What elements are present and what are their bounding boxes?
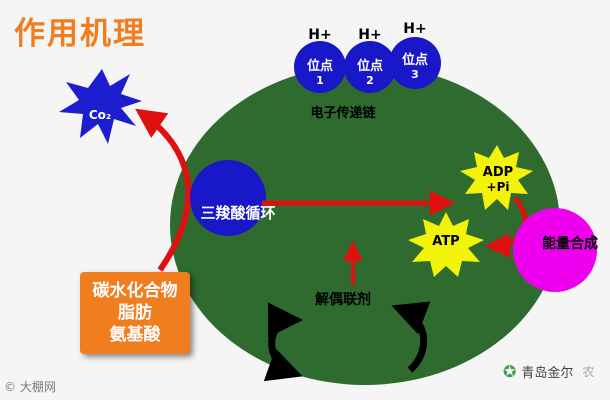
- wechat-icon: ✪: [503, 362, 517, 381]
- watermark-right-faint: 农: [582, 365, 595, 379]
- tca-label: 三羧酸循环: [200, 204, 275, 222]
- energy-label: 能量合成: [542, 235, 598, 252]
- watermark-logo-icon: ©: [4, 380, 16, 394]
- uncoupler-label: 解偶联剂: [315, 291, 371, 308]
- black-cycle-arrow-left: [263, 302, 303, 382]
- co2-label: Co₂: [89, 108, 111, 122]
- proton-label-1: H+: [308, 27, 331, 43]
- site-circle-3: [389, 37, 441, 89]
- substrate-carbohydrate: 碳水化合物: [92, 281, 178, 301]
- substrate-box: 碳水化合物 脂肪 氨基酸: [80, 272, 190, 354]
- tca-circle: [190, 160, 266, 236]
- energy-synthesis: 能量合成: [513, 208, 598, 292]
- co2-starburst: Co₂: [59, 69, 142, 144]
- watermark-right: ✪ 青岛金尔 农: [503, 362, 594, 381]
- page-title: 作用机理: [14, 16, 146, 52]
- site-circle-1: [294, 41, 346, 93]
- proton-label-2: H+: [358, 27, 381, 43]
- black-cycle-arrow-right: [391, 301, 431, 373]
- adp-label: ADP: [483, 165, 513, 180]
- energy-circle: [513, 208, 597, 292]
- atp-star-icon: [408, 212, 484, 277]
- adp-star-icon: [460, 145, 533, 210]
- substrate-amino-acid: 氨基酸: [109, 325, 161, 345]
- site-circle-2: [344, 41, 396, 93]
- site-label-3: 位点: [402, 52, 428, 68]
- watermark-left-text: 大棚网: [19, 380, 56, 394]
- site-3: H+ 位点 3: [389, 21, 441, 89]
- site-number-1: 1: [316, 74, 324, 87]
- tca-cycle: 三羧酸循环: [190, 160, 276, 236]
- substrate-fat: 脂肪: [118, 303, 152, 323]
- site-label-1: 位点: [307, 58, 333, 74]
- adp-starburst: ADP +Pi: [460, 145, 533, 210]
- site-number-2: 2: [366, 74, 374, 87]
- site-2: H+ 位点 2: [344, 27, 396, 93]
- site-label-2: 位点: [357, 58, 383, 74]
- proton-label-3: H+: [403, 21, 426, 37]
- co2-star-icon: [59, 69, 142, 144]
- watermark-left: © 大棚网: [4, 378, 56, 395]
- pi-label: +Pi: [487, 180, 510, 194]
- electron-chain-label: 电子传递链: [310, 105, 376, 121]
- site-1: H+ 位点 1: [294, 27, 346, 93]
- arrow-substrate-to-co2: [135, 108, 192, 272]
- electron-chain: H+ 位点 1 H+ 位点 2 H+ 位点 3 电子传递链: [294, 21, 441, 121]
- site-number-3: 3: [411, 68, 419, 81]
- atp-starburst: ATP: [408, 212, 484, 277]
- watermark-right-text: 青岛金尔: [521, 366, 574, 381]
- atp-label: ATP: [432, 234, 459, 249]
